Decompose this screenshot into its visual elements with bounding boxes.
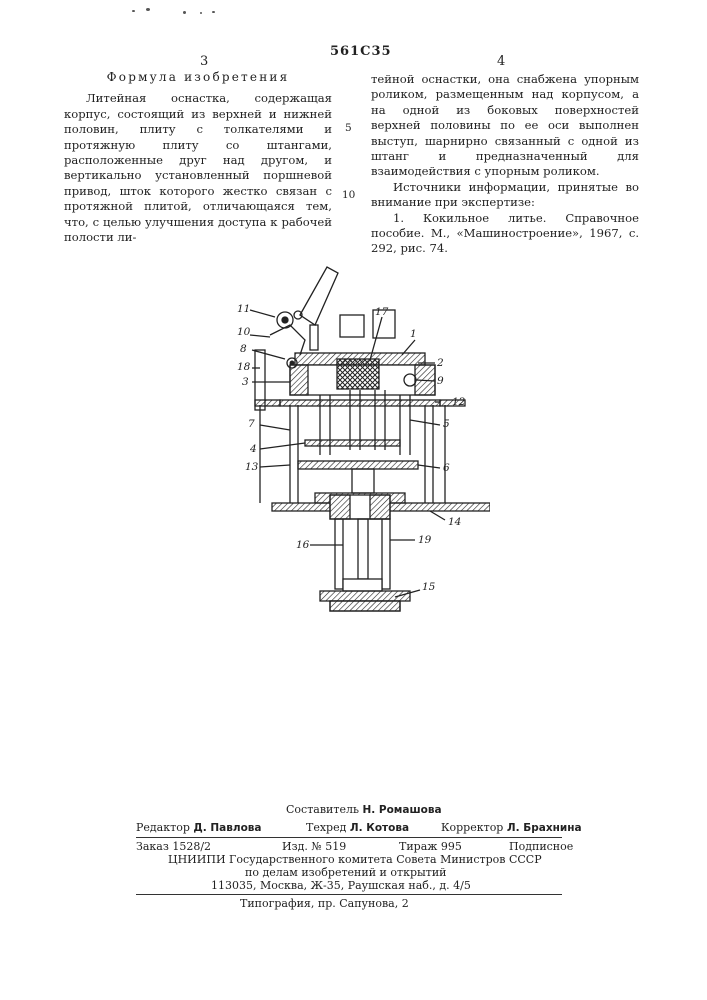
editor-name: Д. Павлова bbox=[193, 822, 261, 834]
page-number-right: 4 bbox=[497, 54, 505, 69]
izd-number: Изд. № 519 bbox=[282, 840, 346, 853]
fig-label: 9 bbox=[437, 375, 444, 387]
claims-heading: Формула изобретения bbox=[64, 70, 332, 85]
source-item: 1. Кокильное литье. Справочное пособие. … bbox=[371, 211, 639, 257]
fig-label: 13 bbox=[245, 461, 259, 473]
compiler-label: Составитель bbox=[286, 803, 359, 816]
fig-label: 2 bbox=[436, 357, 444, 369]
corrector-label: Корректор bbox=[441, 821, 503, 834]
fig-label: 6 bbox=[443, 462, 450, 474]
org-line-3: 113035, Москва, Ж-35, Раушская наб., д. … bbox=[211, 879, 471, 892]
scan-smudge bbox=[200, 12, 202, 14]
claim-paragraph: Литейная оснастка, содержащая корпус, со… bbox=[64, 91, 332, 245]
editor-label: Редактор bbox=[136, 821, 190, 834]
scan-smudge bbox=[132, 10, 135, 12]
techred-name: Л. Котова bbox=[350, 822, 409, 834]
document-number: 561C35 bbox=[330, 44, 392, 59]
left-column: Формула изобретения Литейная оснастка, с… bbox=[64, 70, 332, 245]
podpisnoe: Подписное bbox=[509, 840, 573, 853]
techred-line: Техред Л. Котова bbox=[306, 821, 409, 835]
editor-line: Редактор Д. Павлова bbox=[136, 821, 262, 835]
line-number-10: 10 bbox=[342, 189, 355, 201]
scan-smudge bbox=[183, 11, 186, 14]
fig-label: 12 bbox=[452, 396, 466, 408]
fig-label: 3 bbox=[242, 376, 249, 388]
fig-label: 16 bbox=[296, 539, 310, 551]
footer-rule bbox=[136, 837, 562, 838]
compiler-name: Н. Ромашова bbox=[362, 804, 441, 816]
tirazh: Тираж 995 bbox=[399, 840, 462, 853]
right-column: тейной оснастки, она снабжена упорным ро… bbox=[371, 72, 639, 257]
fig-label: 18 bbox=[237, 361, 251, 373]
fig-label: 19 bbox=[418, 534, 432, 546]
org-line-2: по делам изобретений и открытий bbox=[245, 866, 447, 879]
claim-continuation: тейной оснастки, она снабжена упорным ро… bbox=[371, 72, 639, 180]
order-number: Заказ 1528/2 bbox=[136, 840, 211, 853]
scan-smudge bbox=[146, 8, 150, 11]
fig-label: 7 bbox=[248, 418, 255, 430]
corrector-name: Л. Брахнина bbox=[507, 822, 582, 834]
technical-drawing: 11 10 8 18 3 7 4 13 1 17 2 9 12 5 6 14 1… bbox=[230, 255, 490, 635]
page-number-left: 3 bbox=[200, 54, 208, 69]
fig-label: 10 bbox=[237, 326, 251, 338]
fig-label: 8 bbox=[240, 343, 247, 355]
fig-label: 5 bbox=[443, 418, 450, 430]
fig-label: 15 bbox=[422, 581, 436, 593]
fig-label: 11 bbox=[237, 303, 250, 315]
footer-rule-2 bbox=[136, 894, 562, 895]
printer-line: Типография, пр. Сапунова, 2 bbox=[240, 897, 409, 910]
corrector-line: Корректор Л. Брахнина bbox=[441, 821, 582, 835]
compiler-line: Составитель Н. Ромашова bbox=[286, 803, 442, 817]
fig-label: 17 bbox=[375, 306, 389, 318]
sources-title: Источники информации, принятые во вниман… bbox=[371, 180, 639, 211]
fig-label: 1 bbox=[410, 328, 417, 340]
scan-smudge bbox=[212, 11, 215, 13]
line-number-5: 5 bbox=[345, 122, 352, 134]
fig-label: 4 bbox=[249, 443, 257, 455]
org-line-1: ЦНИИПИ Государственного комитета Совета … bbox=[168, 853, 542, 866]
fig-label: 14 bbox=[448, 516, 461, 528]
techred-label: Техред bbox=[306, 821, 346, 834]
